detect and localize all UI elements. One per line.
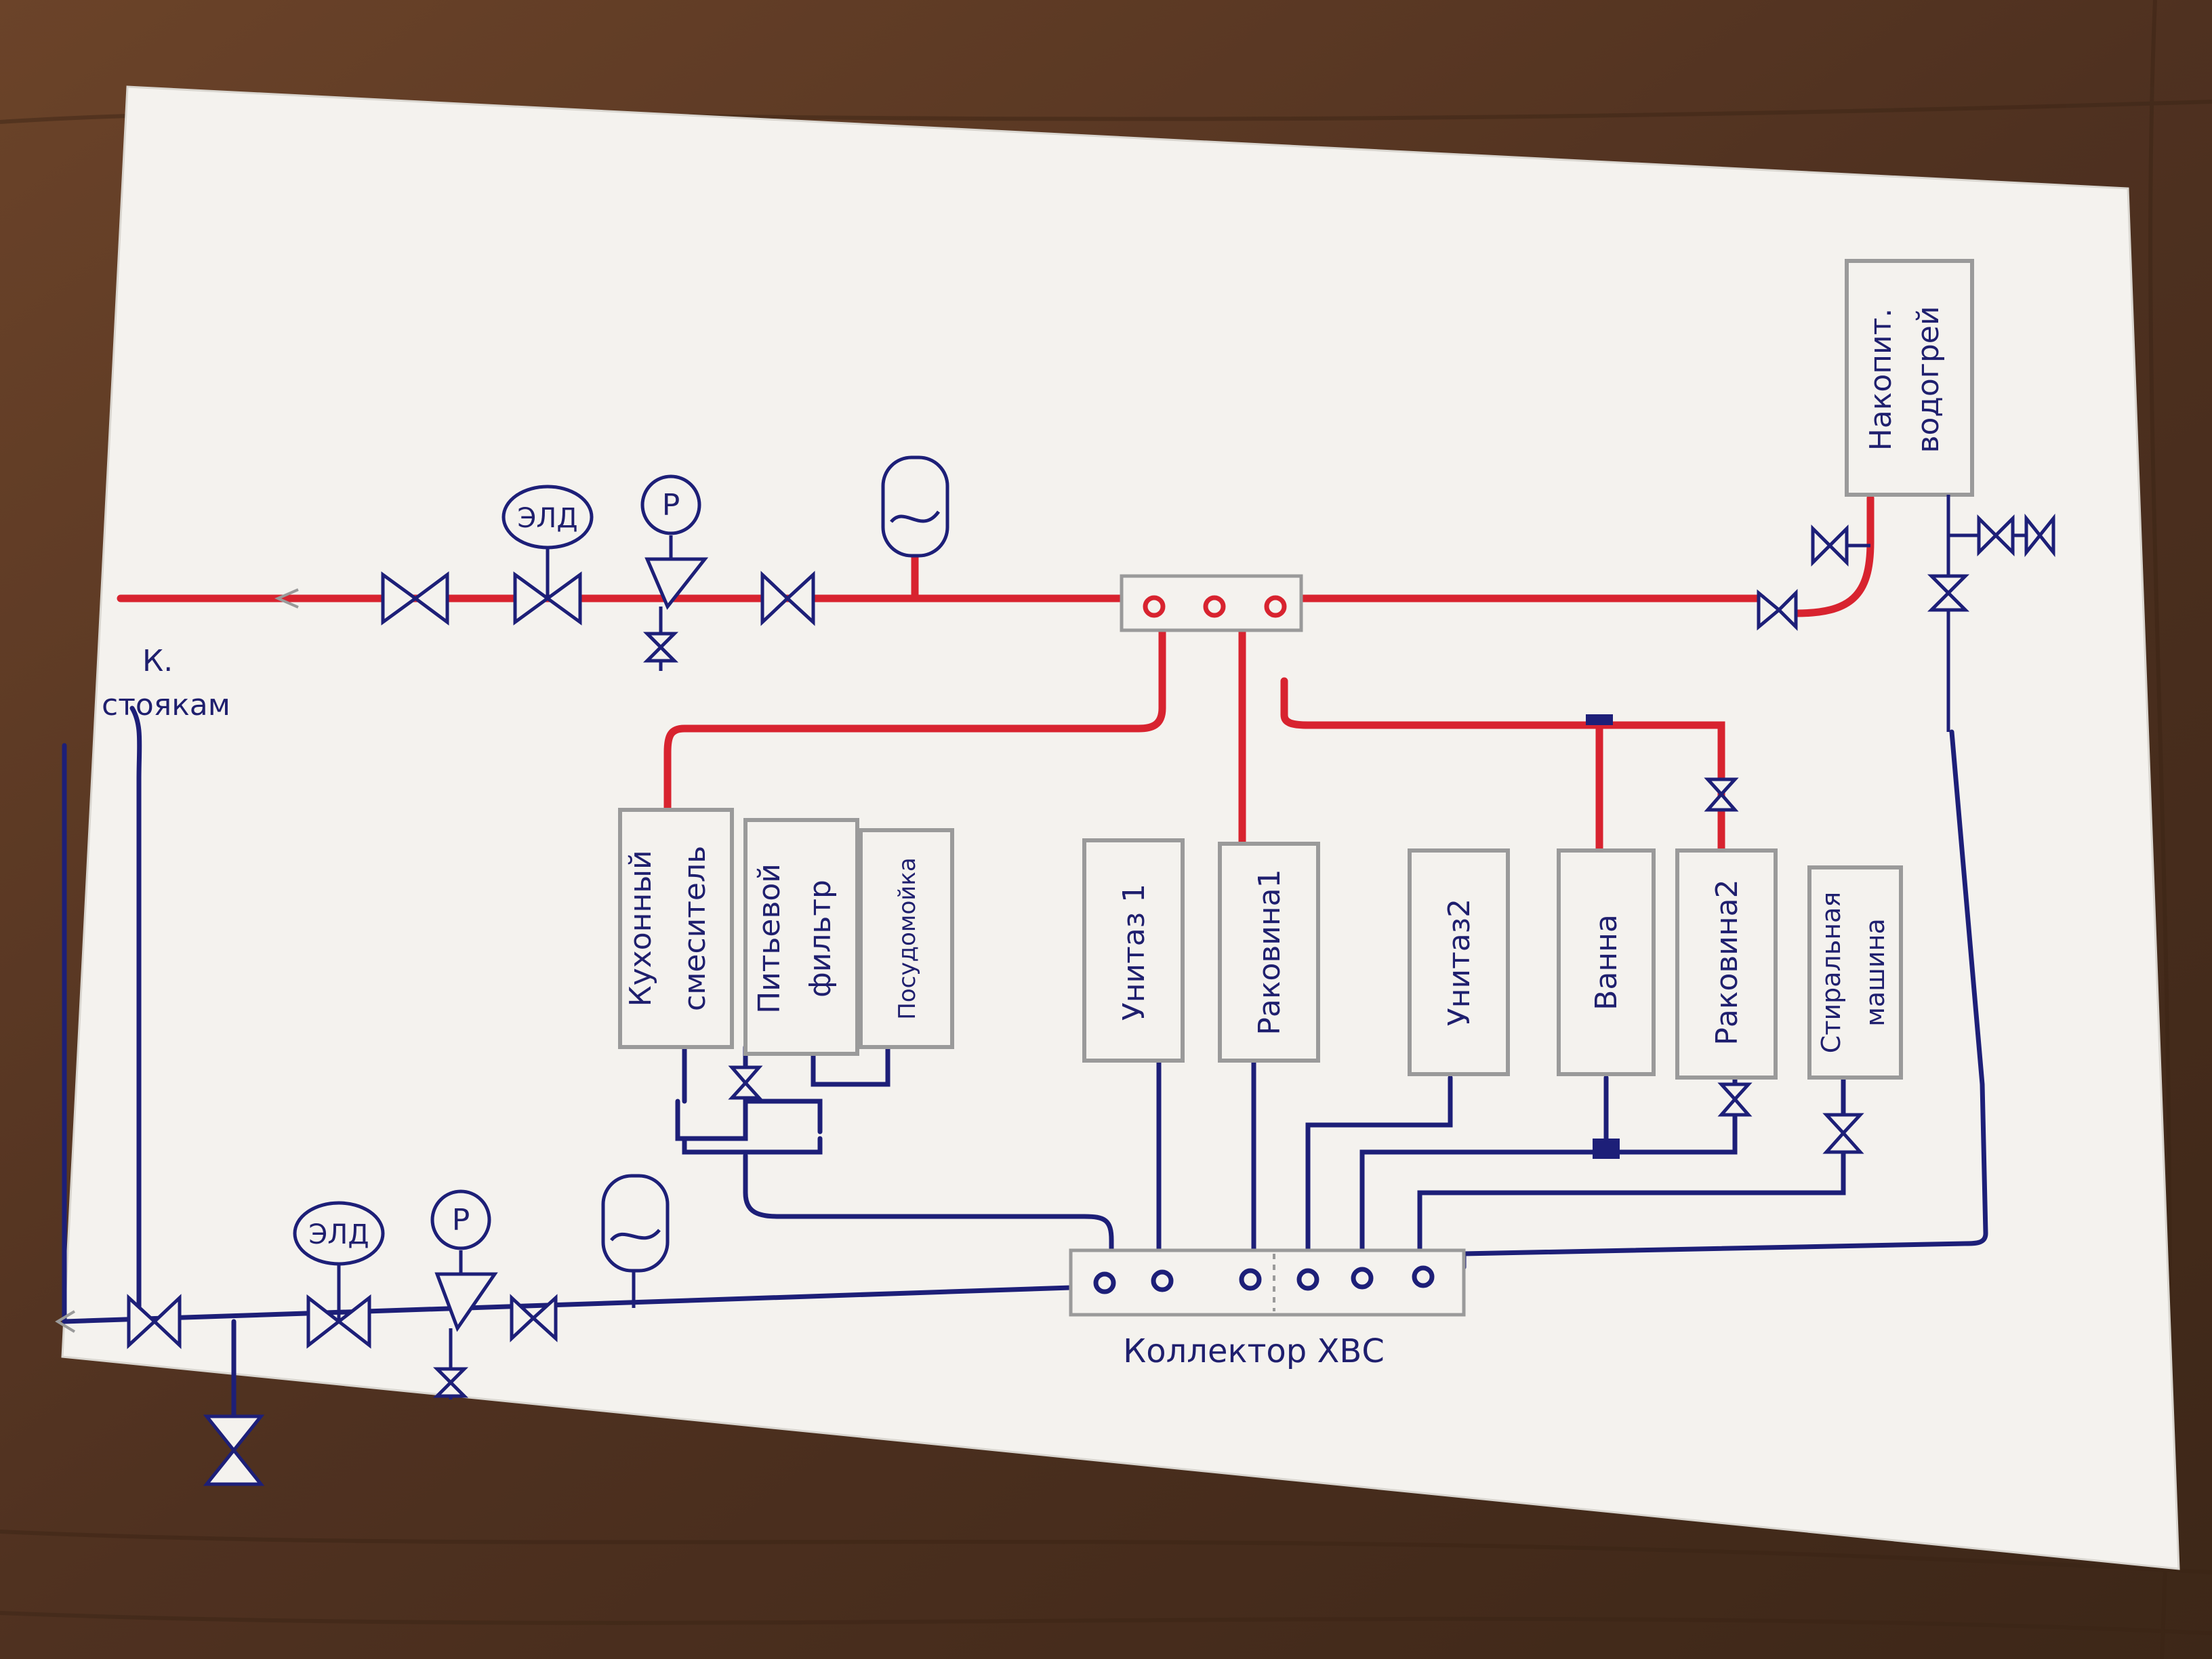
- cold-edd-label: ЭЛД: [308, 1219, 369, 1250]
- sink-2-label: Раковина2: [1710, 879, 1744, 1045]
- dishwasher-label: Посудомойка: [894, 857, 921, 1019]
- toilet-2-label: Унитаз2: [1442, 899, 1477, 1026]
- cold-reducer: [430, 1189, 498, 1399]
- hot-pressure-label: Р: [662, 488, 680, 523]
- hot-water-lines: [117, 494, 1875, 858]
- hot-ball-valve-2: [760, 571, 815, 626]
- bath-label: Ванна: [1589, 914, 1624, 1010]
- sink2-hot-valve: [1704, 777, 1739, 812]
- cold-edd-valve: [293, 1201, 385, 1349]
- washing-machine-label-2: машина: [1860, 918, 1890, 1027]
- fixture-toilet-1: [1082, 838, 1185, 1063]
- hot-edd-label: ЭЛД: [517, 503, 577, 534]
- hot-collector: [1120, 574, 1303, 632]
- fixture-washing-machine: [1807, 865, 1903, 1080]
- fixture-bath: [1557, 848, 1656, 1076]
- fixture-toilet-2: [1408, 848, 1510, 1076]
- heater-label-2: водогрей: [1911, 306, 1946, 453]
- cold-drain-valve: [203, 1414, 265, 1486]
- fixture-sink-1: [1218, 842, 1320, 1063]
- hot-expansion-tank: [881, 455, 949, 558]
- sink-1-label: Раковина1: [1252, 869, 1287, 1035]
- heater-label-1: Накопит.: [1864, 308, 1898, 451]
- water-heater: Накопит. водогрей: [1845, 259, 1974, 497]
- toilet-1-label: Унитаз 1: [1117, 884, 1151, 1021]
- cold-ball-valve: [510, 1294, 558, 1343]
- drinking-filter-label-2: фильтр: [803, 880, 838, 998]
- fixture-sink-2: [1675, 848, 1778, 1080]
- hot-arrow-in: [274, 588, 299, 609]
- cold-pressure-label: Р: [452, 1203, 470, 1237]
- risers-label-2: стоякам: [102, 688, 230, 722]
- bath-tee: [1593, 1139, 1620, 1159]
- filter-valve: [728, 1065, 763, 1100]
- kitchen-mixer-label-2: смеситель: [678, 846, 712, 1011]
- cold-main-valve: [127, 1294, 182, 1349]
- fixture-kitchen-mixer: [618, 808, 734, 1049]
- fixture-labels: Кухонный смеситель Питьевой фильтр Посуд…: [623, 846, 1890, 1053]
- fixture-drinking-filter: [743, 818, 859, 1056]
- drinking-filter-label-1: Питьевой: [752, 863, 787, 1014]
- heater-inlet-valve: [1757, 588, 1798, 632]
- hot-edd-valve: [501, 485, 594, 626]
- risers-label-1: К.: [142, 644, 173, 678]
- sink2-cold-valve: [1717, 1082, 1753, 1117]
- cold-arrow-out: [55, 1310, 76, 1333]
- kitchen-mixer-label-1: Кухонный: [623, 850, 658, 1006]
- heater-safety-valves: [1927, 495, 2055, 732]
- washer-valve: [1822, 1113, 1864, 1154]
- fixture-boxes: [618, 808, 1903, 1080]
- hot-reducer: [640, 474, 709, 671]
- washing-machine-label-1: Стиральная: [1816, 892, 1846, 1053]
- cold-collector-label: Коллектор ХВС: [1123, 1332, 1385, 1370]
- fixture-dishwasher: [859, 828, 954, 1049]
- cold-collector: [1069, 1248, 1466, 1317]
- paper-sheet: [61, 85, 2180, 1570]
- cold-expansion-tank: [601, 1174, 670, 1308]
- heater-drain-valve: [1811, 524, 1870, 567]
- hot-ball-valve-1: [381, 571, 449, 626]
